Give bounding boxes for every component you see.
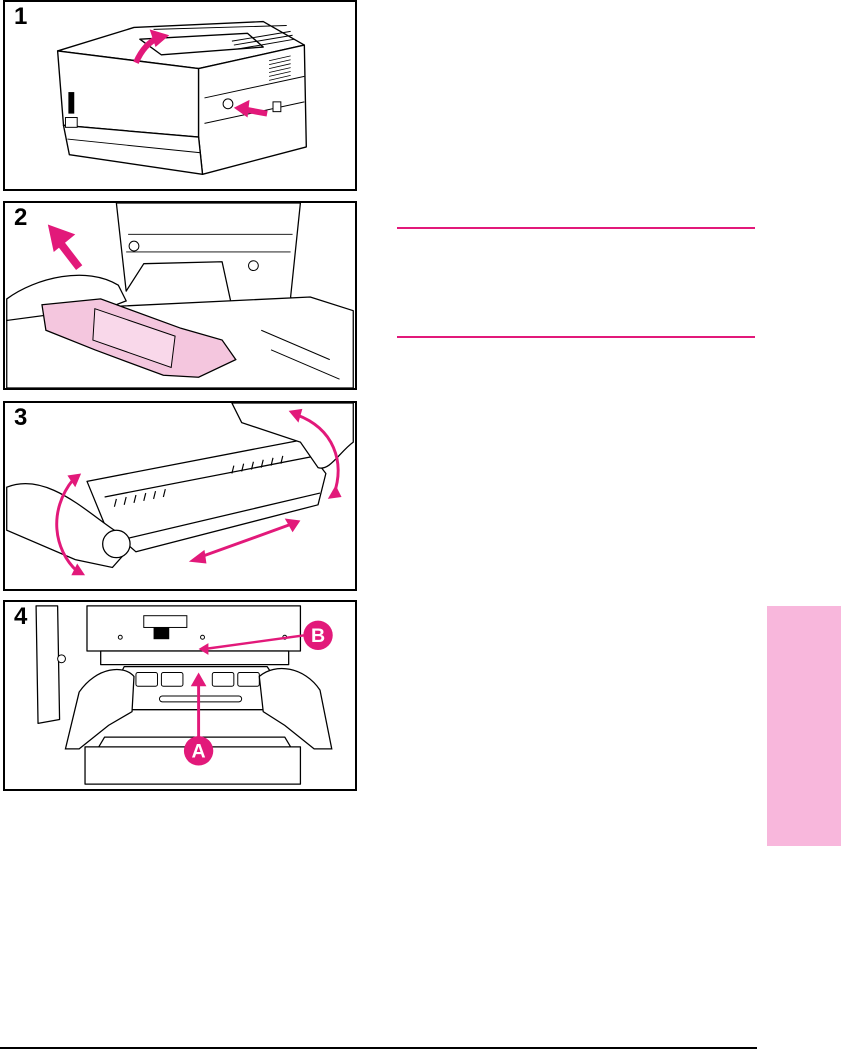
lift-arrow-icon [60,242,80,267]
printer-lid [116,203,300,309]
push-arrow-icon [246,110,268,114]
callout-a-label: A [192,741,206,763]
step-number: 3 [13,405,28,431]
printer-illustration [5,2,355,189]
insert-cartridge-illustration: A B [5,602,355,789]
release-button [223,99,233,109]
callout-b-label: B [311,625,325,647]
footer-rule [0,1047,757,1049]
step-number: 4 [13,604,28,630]
rock-cartridge-illustration [5,403,355,589]
step-3-illustration: 3 [3,401,357,591]
note-rule-top [397,227,755,229]
control-panel [36,606,59,723]
unpack-illustration [5,203,355,388]
step-number: 2 [13,205,28,231]
step-4-illustration: 4 [3,600,357,791]
note-rule-bottom [397,336,755,338]
cavity-top [87,606,300,651]
step-number: 1 [13,4,28,30]
section-tab [767,606,841,846]
step-1-illustration: 1 [3,0,357,191]
brand-label [68,92,74,114]
step-2-illustration: 2 [3,201,357,390]
